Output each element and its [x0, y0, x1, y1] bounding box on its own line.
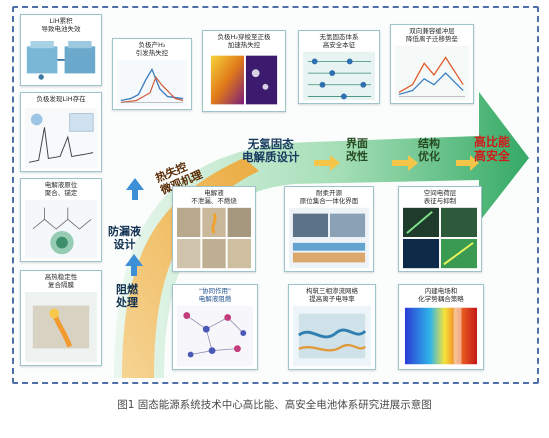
leak-proof-label: 防漏液设计	[108, 225, 141, 251]
heatmap-icon	[403, 305, 479, 367]
panel-composite-separator: 高热稳定性复合隔膜	[20, 270, 102, 366]
mechanism-curve	[122, 158, 259, 378]
panel-title: 无氢固态体系高安全本征	[319, 33, 359, 49]
panel-space-charge: 空间电荷层表征与抑制	[398, 186, 482, 272]
panel-title: "协同作用"电解液阻燃	[198, 287, 232, 303]
panel-synergy-flame-retardant: "协同作用"电解液阻燃	[172, 284, 258, 370]
network-icon	[293, 305, 371, 367]
panel-lih-failure: LiH累积导致电池失效	[20, 14, 102, 86]
panel-in-situ-polymer: 电解液原位聚合、锚定	[20, 178, 102, 262]
goal-label: 高比能高安全	[474, 135, 511, 163]
panel-title: 高热稳定性复合隔膜	[44, 273, 78, 289]
battery-cell-icon	[25, 35, 97, 83]
up-arrow-icon	[125, 254, 143, 276]
main-arrow	[114, 92, 529, 378]
spectrum-icon	[25, 107, 97, 169]
stage-structure-optimization: 结构优化	[418, 137, 440, 163]
panel-title: 电解液不泄漏、不燃烧	[191, 189, 237, 205]
panel-buffer-layer: 双向兼容缓冲层降低离子迁移势垒	[390, 24, 474, 104]
interface-icon	[289, 207, 369, 269]
up-arrow-icon	[126, 178, 144, 200]
stage-arrow-icon	[314, 155, 479, 171]
molecule-icon	[25, 199, 97, 259]
panel-title: 双向兼容缓冲层降低离子迁移势垒	[406, 27, 458, 43]
lattice-icon	[303, 51, 375, 101]
panel-built-in-field: 内建电场和化学势耦合策略	[398, 284, 484, 370]
panel-title: 耐柔开源原位集合一体化界面	[299, 189, 359, 205]
thermal-cell-icon	[207, 51, 281, 109]
panel-title: 内建电场和化学势耦合策略	[418, 287, 464, 303]
line-plot-icon	[395, 45, 469, 101]
figure-caption: 图1 固态能源系统技术中心高比能、高安全电池体系研究进展示意图	[117, 399, 432, 411]
panel-title: 负极发现LiH存在	[36, 95, 86, 103]
separator-icon	[25, 291, 97, 363]
flame-retardant-label: 阻燃处理	[116, 283, 138, 309]
panel-hydrogen-free: 无氢固态体系高安全本征	[298, 30, 380, 104]
panel-title: 电解液原位聚合、锚定	[44, 181, 78, 197]
panel-title: 负极H₂穿梭至正极加速热失控	[217, 33, 271, 49]
stage-electrolyte-design: 无氢固态电解质设计	[242, 137, 300, 165]
molecule-network-icon	[177, 305, 253, 367]
stage-interface-modification: 界面改性	[346, 137, 368, 163]
panel-title: LiH累积导致电池失效	[41, 17, 81, 33]
photo-grid-icon	[177, 207, 251, 269]
plot-icon	[117, 59, 187, 107]
panel-title: 构筑三相渗流网络提高离子电导率	[306, 287, 358, 303]
panel-title: 空间电荷层表征与抑制	[423, 189, 457, 205]
panel-lih-found: 负极发现LiH存在	[20, 92, 102, 172]
panel-percolation-network: 构筑三相渗流网络提高离子电导率	[288, 284, 376, 370]
panel-integrated-interface: 耐柔开源原位集合一体化界面	[284, 186, 374, 272]
background-arrows	[114, 92, 529, 378]
panel-h2-shuttle: 负极H₂穿梭至正极加速热失控	[202, 30, 286, 112]
panel-no-leak-no-burn: 电解液不泄漏、不燃烧	[172, 186, 256, 272]
microscopy-icon	[403, 207, 477, 269]
